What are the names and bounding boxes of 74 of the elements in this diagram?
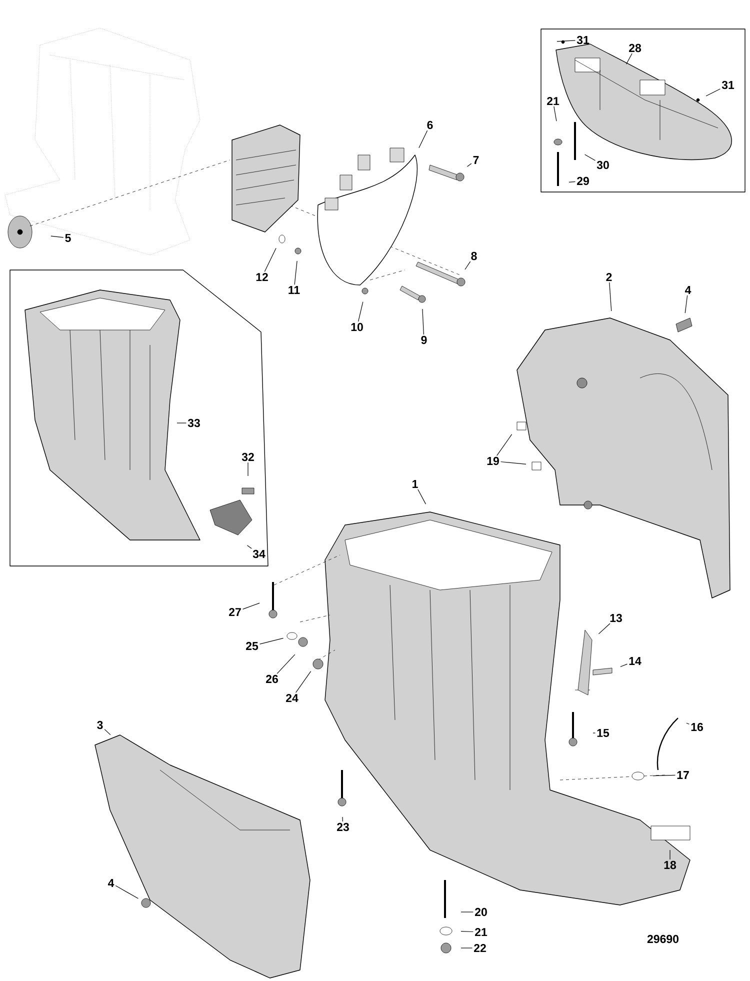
callout-number: 34: [252, 550, 266, 558]
leader-line: [342, 816, 344, 822]
leader-line: [242, 602, 260, 610]
callout-number: 4: [108, 879, 114, 887]
callout-number: 31: [722, 80, 734, 90]
leader-line: [260, 638, 284, 644]
leader-line: [609, 282, 612, 312]
callout-number: 28: [629, 44, 642, 52]
callout-number: 7: [473, 156, 479, 164]
leader-line: [684, 295, 688, 314]
callout-number: 33: [188, 418, 200, 428]
callout-number: 2: [606, 272, 612, 282]
callout-number: 23: [337, 822, 349, 832]
callout-number: 6: [427, 120, 433, 130]
leader-line: [598, 623, 610, 634]
callout-number: 30: [596, 160, 609, 170]
callout-number: 13: [610, 614, 622, 622]
callout-number: 14: [629, 657, 642, 665]
callout-number: 8: [471, 252, 477, 260]
callout-number: 10: [351, 322, 363, 332]
leader-line: [686, 722, 690, 724]
callout-number: 25: [246, 642, 258, 650]
callout-number: 9: [421, 336, 427, 344]
callout-number: 21: [475, 928, 488, 936]
callout-number: 29: [577, 176, 589, 186]
callout-number: 12: [256, 272, 268, 282]
callout-number: 32: [242, 452, 254, 462]
callout-number: 5: [65, 234, 71, 242]
callout-number: 21: [547, 96, 560, 106]
leader-line: [626, 53, 632, 64]
leader-line: [460, 931, 474, 932]
leader-line: [464, 261, 471, 270]
leader-line: [294, 260, 298, 285]
callout-number: 31: [576, 36, 590, 44]
callout-number: 17: [677, 771, 689, 779]
leader-line: [296, 671, 312, 693]
leader-line: [652, 774, 676, 776]
callout-number: 20: [475, 908, 487, 916]
leader-line: [104, 729, 111, 736]
leader-line: [568, 181, 576, 183]
leader-line: [246, 545, 252, 549]
leader-line: [422, 308, 424, 335]
leader-line: [418, 489, 426, 504]
callout-number: 1: [412, 480, 418, 488]
leader-line: [496, 434, 512, 456]
leader-line: [276, 654, 296, 674]
callout-number: 11: [288, 286, 300, 294]
callout-number: 16: [691, 722, 703, 732]
callout-number: 26: [266, 674, 278, 684]
callout-number: 27: [229, 608, 241, 616]
callout-number: 3: [97, 720, 103, 730]
leader-line: [418, 130, 428, 148]
inset-frame: [540, 28, 746, 192]
callout-number: 24: [286, 694, 298, 702]
inset-frame: [10, 270, 268, 566]
callout-number: 19: [487, 456, 499, 466]
leader-line: [264, 248, 276, 272]
callout-number: 18: [664, 860, 676, 870]
leader-line: [592, 732, 596, 734]
leader-line: [706, 88, 720, 96]
leader-line: [115, 885, 138, 899]
leader-line: [554, 106, 557, 122]
callout-number: 4: [684, 286, 692, 294]
callout-number: 22: [474, 944, 486, 952]
leader-line: [620, 664, 628, 668]
leader-line: [556, 40, 576, 42]
callout-number: 15: [597, 729, 610, 738]
leader-line: [358, 301, 364, 322]
leader-line: [500, 461, 526, 464]
leader-line: [176, 422, 186, 424]
leader-line: [584, 154, 596, 161]
drawing-number: 29690: [647, 934, 679, 944]
leader-line: [466, 163, 472, 167]
leader-line: [50, 236, 64, 238]
